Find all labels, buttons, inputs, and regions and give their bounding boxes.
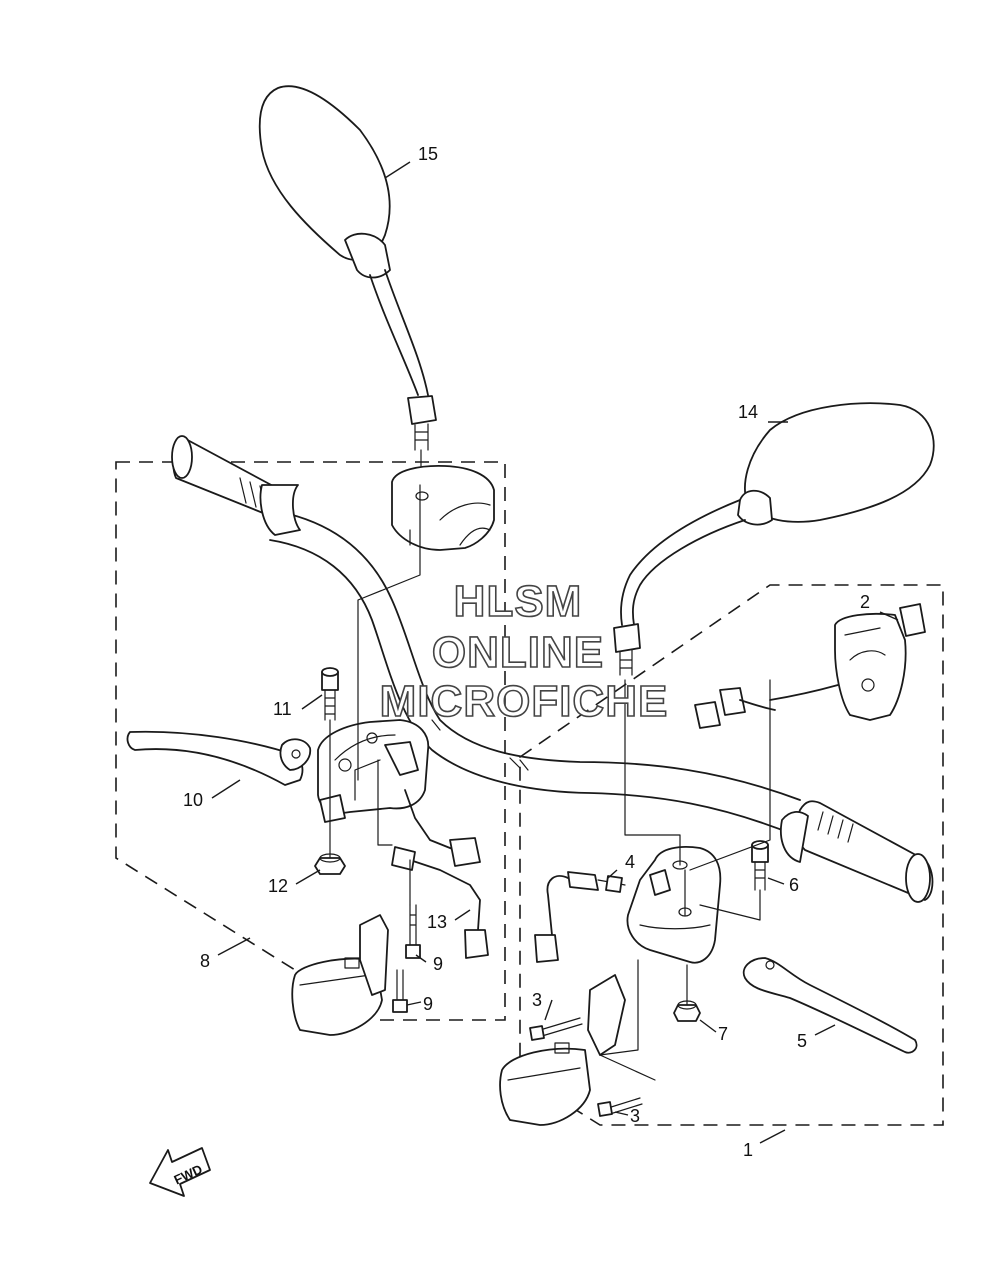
callout-11: 11 <box>273 699 292 719</box>
right-wiring <box>534 871 626 963</box>
bolt-6 <box>751 840 769 891</box>
callout-12: 12 <box>268 876 288 896</box>
callout-4: 4 <box>625 852 635 872</box>
callout-8: 8 <box>200 951 210 971</box>
callout-1: 1 <box>743 1140 753 1160</box>
left-lever-holder <box>317 719 430 823</box>
left-switch-housing <box>391 465 495 551</box>
watermark-line-1: HLSM <box>454 577 583 626</box>
callout-9-lower: 9 <box>423 994 433 1014</box>
watermark-line-2: ONLINE <box>432 628 604 677</box>
reference-lines <box>329 484 771 1081</box>
fwd-arrow-icon: FWD <box>149 1147 211 1197</box>
callout-6: 6 <box>789 875 799 895</box>
left-reservoir <box>291 904 421 1036</box>
callout-leaders <box>211 161 899 1144</box>
callout-3-upper: 3 <box>532 990 542 1010</box>
left-lever <box>126 730 312 786</box>
callout-13: 13 <box>427 912 447 932</box>
mirror-right <box>613 402 935 676</box>
callout-10: 10 <box>183 790 203 810</box>
mirror-left <box>258 85 437 486</box>
right-switch-housing <box>694 603 926 729</box>
callout-3-lower: 3 <box>630 1106 640 1126</box>
callout-labels: 15 14 2 11 10 4 6 12 13 8 9 9 3 7 5 3 1 <box>183 144 870 1160</box>
right-lever-holder <box>626 846 722 964</box>
watermark: HLSM ONLINE MICROFICHE <box>379 576 669 727</box>
right-reservoir <box>499 974 643 1126</box>
callout-14: 14 <box>738 402 758 422</box>
nut-7 <box>673 1000 701 1022</box>
callout-7: 7 <box>718 1024 728 1044</box>
callout-5: 5 <box>797 1031 807 1051</box>
callout-2: 2 <box>860 592 870 612</box>
callout-15: 15 <box>418 144 438 164</box>
bolt-11 <box>321 667 339 721</box>
left-assembly-box <box>115 461 506 1021</box>
handlebar <box>171 435 934 903</box>
right-lever <box>742 957 918 1054</box>
left-wiring <box>391 789 489 959</box>
watermark-line-3: MICROFICHE <box>380 677 669 726</box>
callout-9-upper: 9 <box>433 954 443 974</box>
